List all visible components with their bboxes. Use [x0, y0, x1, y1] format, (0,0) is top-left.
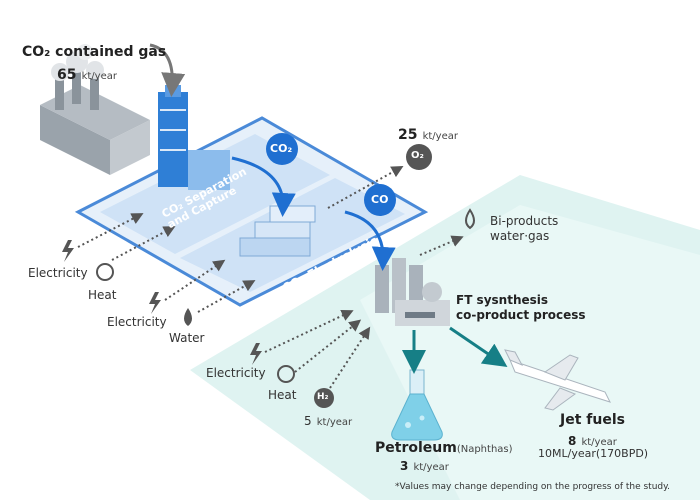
h2-value: 5	[304, 414, 312, 428]
water-label: Water	[169, 331, 205, 345]
petroleum-title: Petroleum(Naphthas)	[375, 437, 513, 456]
electricity-label-1: Electricity	[28, 266, 88, 280]
h2-badge	[314, 388, 334, 408]
jet-fuels-unit: kt/year	[581, 437, 617, 448]
water-drop-icon	[184, 308, 192, 326]
petroleum-label: Petroleum	[375, 440, 457, 456]
source-gas-amount: 65 kt/year	[57, 64, 117, 83]
electrolysis-to-ft-arrow	[344, 210, 396, 271]
petroleum-qualifier: (Naphthas)	[456, 444, 513, 455]
co-badge-label: CO	[371, 193, 389, 206]
ft-process-label: FT sysnthesis co-product process	[456, 293, 586, 323]
heat-icon	[277, 365, 295, 383]
o2-output-value: 25	[398, 127, 418, 143]
o2-output-amount: 25 kt/year	[398, 124, 458, 143]
o2-badge-label: O₂	[411, 150, 424, 161]
h2-unit: kt/year	[316, 417, 353, 428]
ft-process-line1: FT sysnthesis	[456, 293, 549, 307]
gas-to-capture-arrow	[149, 43, 186, 97]
capture-to-electrolysis-arrow	[231, 156, 296, 217]
jet-fuels-amount: 8 kt/year	[568, 430, 617, 449]
h2-badge-label: H₂	[317, 392, 329, 402]
ft-plant-icon	[375, 258, 450, 326]
petroleum-amount: 3 kt/year	[400, 455, 449, 474]
source-gas-title: CO₂ contained gas	[22, 44, 167, 60]
jet-fuels-value: 8	[568, 434, 577, 448]
h2-amount: 5 kt/year	[304, 410, 352, 429]
source-gas-value: 65	[57, 67, 77, 83]
footnote: *Values may change depending on the prog…	[395, 482, 671, 492]
source-gas-unit: kt/year	[81, 71, 117, 82]
co-badge	[364, 184, 396, 216]
water-drop-icon	[465, 208, 475, 230]
electricity-label-3: Electricity	[206, 366, 266, 380]
electricity-label-2: Electricity	[107, 315, 167, 329]
capture-tower-icon	[158, 85, 230, 190]
petroleum-value: 3	[400, 459, 409, 473]
lightning-icon	[62, 240, 74, 262]
byproducts-line2: water·gas	[490, 229, 550, 243]
ft-process-line2: co-product process	[456, 308, 586, 322]
jet-fuels-note: 10ML/year(170BPD)	[538, 447, 649, 460]
airplane-icon	[504, 349, 611, 411]
o2-output-unit: kt/year	[422, 131, 458, 142]
factory-icon	[40, 44, 150, 175]
ft-zone-light	[360, 205, 700, 500]
lightning-icon	[149, 292, 161, 314]
petroleum-flask-icon	[391, 369, 443, 441]
co2-badge-label: CO₂	[270, 142, 293, 155]
heat-label-2: Heat	[268, 388, 297, 402]
ft-to-jet-arrow	[449, 326, 508, 368]
heat-label-1: Heat	[88, 288, 117, 302]
heat-icon	[96, 263, 114, 281]
capture-lane	[100, 134, 330, 254]
byproducts-label: Bi-products water·gas	[490, 214, 558, 244]
lightning-icon	[250, 343, 262, 365]
dotted-input-arrows	[77, 166, 464, 389]
co2-badge	[266, 133, 298, 165]
jet-fuels-label: Jet fuels	[560, 412, 625, 428]
o2-badge	[406, 144, 432, 170]
petroleum-unit: kt/year	[413, 462, 449, 473]
byproducts-line1: Bi-products	[490, 214, 559, 228]
